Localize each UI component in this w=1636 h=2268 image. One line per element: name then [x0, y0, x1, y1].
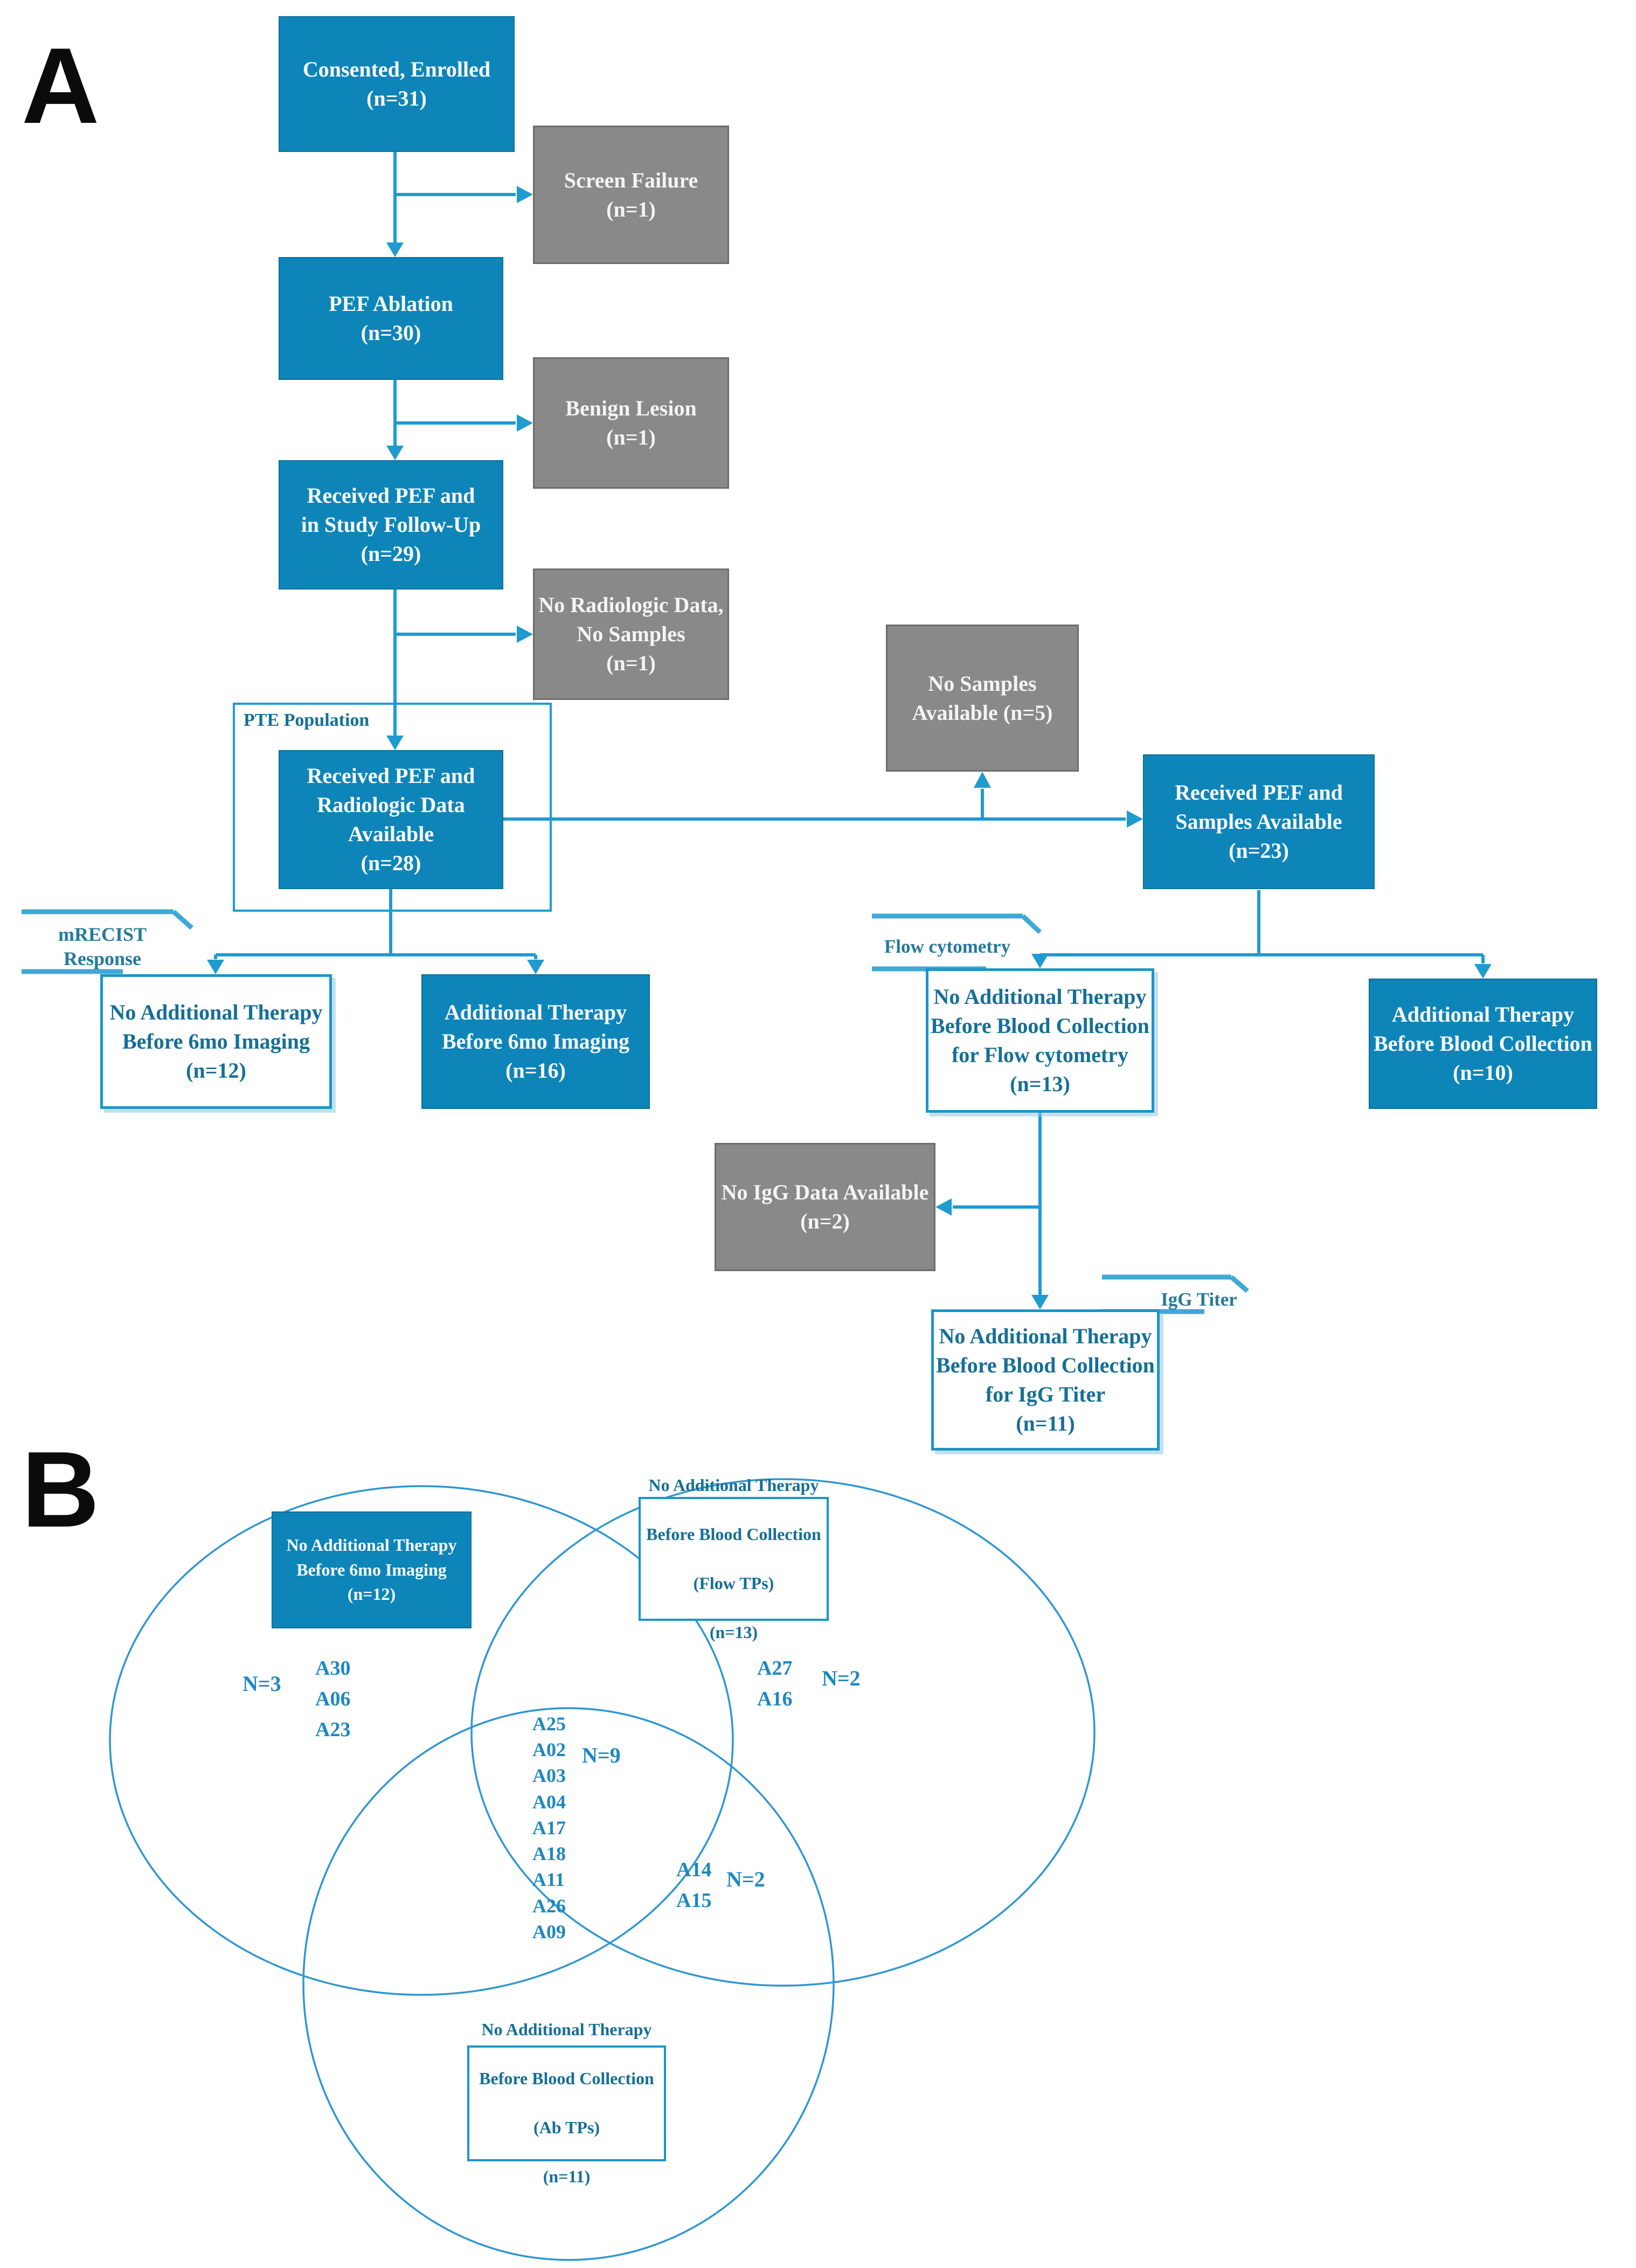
box-addl-therapy-imaging: Additional Therapy Before 6mo Imaging (n… [421, 974, 650, 1109]
box-no-addl-therapy-igg: No Additional Therapy Before Blood Colle… [931, 1309, 1160, 1451]
arrowhead-no-radiologic [517, 626, 533, 643]
venn-count-flow-ab: N=2 [726, 1867, 765, 1891]
arrowhead-no-addl-imaging [207, 960, 224, 974]
venn-circle-imaging [109, 1485, 734, 1996]
igg-titer-annotation: IgG Titer [1161, 1289, 1237, 1310]
box-screen-failure: Screen Failure (n=1) [533, 126, 729, 264]
venn-ids-flow-only: A27 A16 [757, 1657, 793, 1710]
arrow-flow-to-igg [953, 1113, 1042, 1295]
arrow-pef-to-followup [393, 380, 516, 446]
box-no-igg-data: No IgG Data Available (n=2) [715, 1143, 935, 1271]
box-consented-enrolled: Consented, Enrolled (n=31) [279, 16, 515, 152]
venn-circle-ab [302, 1707, 835, 2261]
arrowhead-radiologic-available [386, 736, 404, 750]
box-no-samples-available: No Samples Available (n=5) [886, 625, 1079, 772]
arrowhead-no-addl-igg [1031, 1295, 1049, 1309]
venn-flow-line2: Before Blood Collection [646, 1524, 821, 1544]
venn-box-ab: No Additional Therapy Before Blood Colle… [467, 2020, 666, 2186]
arrow-radiologic-to-samples [503, 789, 1126, 821]
venn-flow-line1: No Additional Therapy [648, 1475, 819, 1495]
arrowhead-benign-lesion [517, 414, 533, 432]
panel-b-label: B [22, 1430, 100, 1550]
pte-population-label: PTE Population [244, 710, 370, 730]
venn-ids-flow-ab: A14 A15 [676, 1858, 712, 1912]
venn-ids-imaging-only: A30 A06 A23 [315, 1657, 351, 1741]
arrowhead-addl-blood [1474, 964, 1492, 979]
venn-box-imaging: No Additional Therapy Before 6mo Imaging… [272, 1511, 472, 1628]
arrowhead-no-addl-flow [1031, 954, 1049, 968]
mrecist-response-annotation: mRECIST Response [58, 924, 147, 969]
arrowhead-addl-imaging [527, 960, 544, 974]
arrowhead-followup [386, 446, 404, 460]
box-received-followup: Received PEF and in Study Follow-Up (n=2… [279, 460, 503, 589]
venn-count-center: N=9 [582, 1743, 621, 1767]
venn-ids-center: A25 A02 A03 A04 A17 A18 A11 A26 A09 [532, 1713, 566, 1943]
venn-ab-count: (n=11) [543, 2167, 591, 2187]
box-no-addl-therapy-flow: No Additional Therapy Before Blood Colle… [926, 968, 1154, 1113]
venn-box-flow: No Additional Therapy Before Blood Colle… [639, 1475, 829, 1642]
box-pef-ablation: PEF Ablation (n=30) [279, 257, 503, 380]
arrowhead-no-samples [974, 772, 991, 788]
venn-ab-subtitle: (Ab TPs) [533, 2118, 600, 2138]
box-no-radiologic-data: No Radiologic Data, No Samples (n=1) [533, 568, 729, 700]
box-addl-therapy-blood: Additional Therapy Before Blood Collecti… [1369, 979, 1597, 1109]
venn-flow-count: (n=13) [709, 1622, 758, 1642]
arrow-flow-split [1038, 890, 1485, 963]
arrowhead-no-igg [935, 1198, 952, 1216]
venn-count-imaging-only: N=3 [242, 1671, 281, 1696]
venn-count-flow-only: N=2 [822, 1666, 861, 1690]
box-benign-lesion: Benign Lesion (n=1) [533, 357, 729, 489]
box-radiologic-available: Received PEF and Radiologic Data Availab… [279, 750, 503, 889]
venn-ab-line2: Before Blood Collection [479, 2069, 654, 2089]
box-no-addl-therapy-imaging: No Additional Therapy Before 6mo Imaging… [100, 974, 332, 1109]
arrow-followup-to-radiologic [393, 589, 516, 736]
flow-cytometry-annotation: Flow cytometry [884, 936, 1011, 957]
venn-flow-subtitle: (Flow TPs) [693, 1573, 774, 1593]
panel-a-label: A [22, 26, 100, 146]
pte-population-outline: PTE Population [233, 703, 552, 912]
venn-circle-flow [470, 1478, 1096, 1987]
arrowhead-samples-available [1127, 810, 1143, 828]
arrowhead-screen-failure [517, 186, 533, 203]
arrow-consented-to-pef [393, 152, 516, 242]
arrow-mrecist-split [214, 889, 537, 959]
arrowhead-pef-ablation [386, 242, 404, 257]
venn-ab-line1: No Additional Therapy [481, 2020, 652, 2040]
box-samples-available: Received PEF and Samples Available (n=23… [1143, 754, 1375, 889]
mrecist-swoosh [22, 909, 193, 974]
